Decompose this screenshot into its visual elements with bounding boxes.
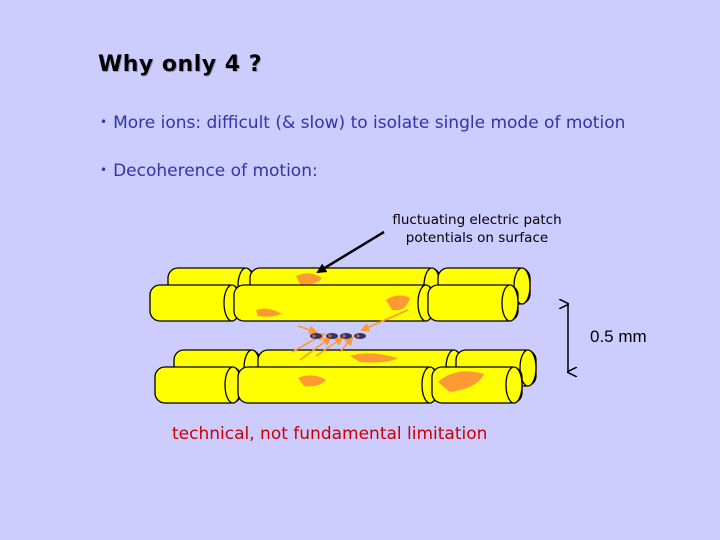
field-arrow [299,336,332,361]
field-arrow [360,309,409,332]
conclusion-text: technical, not fundamental limitation [172,424,488,444]
patch [350,353,398,363]
patch-potential-annotation: fluctuating electric patch potentials on… [392,212,562,246]
bullet-marker: • [100,115,108,129]
patch [256,308,282,317]
annotation-pointer-arrow [316,230,385,274]
field-arrow [297,325,318,335]
bullet-text: More ions: difficult (& slow) to isolate… [113,113,626,133]
surface-patches [256,273,484,392]
patch [386,295,410,311]
ion [326,333,338,339]
ion [354,333,366,339]
ion [310,333,322,339]
field-arrow [315,336,344,357]
rod-group-bottom [154,349,537,404]
rod [237,366,439,404]
bullet-decoherence: • Decoherence of motion: [100,161,318,181]
bullet-text: Decoherence of motion: [113,161,318,181]
slide-title: Why only 4 ? [98,52,262,77]
ion [340,333,352,339]
rod [427,284,519,322]
bullet-marker: • [100,163,108,177]
patch [298,375,326,387]
bullet-many-ions: • More ions: difficult (& slow) to isolat… [100,113,625,133]
rod-group-top [149,267,531,322]
rod [149,284,241,322]
trapped-ions [310,333,366,339]
dimension-label: 0.5 mm [590,327,647,346]
field-arrow [339,336,354,353]
patch [438,371,484,392]
rod [154,366,242,404]
patch [296,273,322,285]
patch-field-arrows [291,309,409,361]
